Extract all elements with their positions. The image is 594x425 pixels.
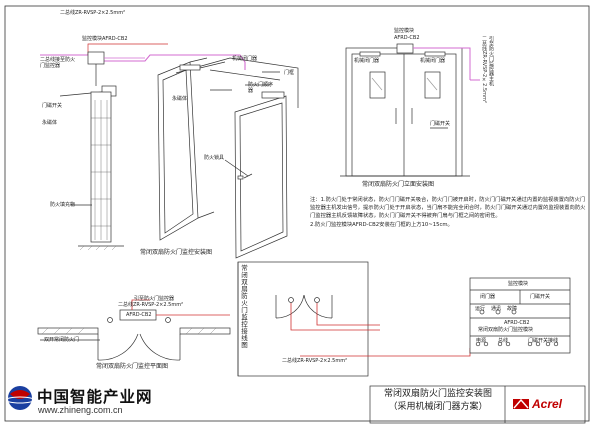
- magnet-switch-label: 门磁开关: [42, 103, 63, 109]
- wiring-box-header: 监控模块: [508, 281, 529, 287]
- wiring-left-group: 闭门器: [480, 294, 496, 300]
- logo-url: www.zhineng.com.cn: [38, 405, 123, 415]
- mech-closer-label: 机械闭门器: [232, 56, 258, 62]
- plan-cable: 二总线ZR-RVSP-2×2.5mm²: [118, 302, 184, 308]
- module-label: 监控模块AFRD-CB2: [82, 36, 128, 42]
- title-line-2: （采用机械闭门器方案）: [388, 402, 488, 412]
- brand-name: Acrel: [532, 397, 563, 411]
- wiring-cable: 二总线ZR-RVSP-2×2.5mm²: [282, 358, 348, 364]
- left-view: [40, 43, 299, 259]
- wiring-side-title: 常闭双扇防火门监控接线图: [241, 264, 248, 349]
- wiring-right-group: 门磁开关: [530, 294, 551, 300]
- logo-emblem: [5, 386, 35, 410]
- front-door-switch: 门磁开关: [430, 121, 451, 127]
- acrel-mark: [513, 398, 529, 409]
- wiring-led-comm: 通讯: [491, 306, 502, 312]
- red-cable: [87, 43, 168, 55]
- front-caption: 常闭双扇防火门立面安装图: [362, 181, 435, 188]
- front-side-dest: 引至防火门监控器主机: [488, 36, 494, 86]
- fill-label: 防火填充物: [50, 202, 76, 208]
- front-closer-left: 机械闭门器: [354, 58, 380, 64]
- sequencer-label: 防火门顺序器: [248, 82, 274, 94]
- wiring-led-run: 运行: [475, 306, 486, 312]
- plan-module: AFRD-CB2: [126, 312, 152, 318]
- front-view: [340, 43, 480, 177]
- door-leaf-right: [234, 95, 288, 259]
- left-caption: 常闭双扇防火门监控安装图: [140, 249, 213, 256]
- notes: 注：1.防火门处于常闭状态，防火门门磁开关吸合，防火门门被开启时，防火门门磁开关…: [310, 196, 587, 229]
- wiring-view: [237, 261, 571, 377]
- title-line-1: 常闭双扇防火门监控安装图: [383, 389, 492, 399]
- magnet-label: 永磁体: [42, 120, 58, 126]
- magnet-body-label: 永磁体: [172, 96, 188, 102]
- title-block: [369, 385, 586, 424]
- wiring-model: AFRD-CB2: [504, 320, 530, 326]
- front-module-label: 监控模块: [394, 28, 415, 34]
- fire-lock-label: 防火锁具: [204, 155, 225, 161]
- title-block-text: 常闭双扇防火门监控安装图 （采用机械闭门器方案）: [372, 388, 504, 424]
- wiring-bottom-right: 门磁开关接线: [528, 338, 559, 344]
- note-1: 注：1.防火门处于常闭状态，防火门门磁开关吸合，防火门门被开启时，防火门门磁开关…: [310, 197, 586, 220]
- logo-name: 中国智能产业网: [37, 388, 153, 406]
- front-module-model: AFRD-CB2: [394, 35, 420, 41]
- module-box: [87, 51, 105, 65]
- cable-label: 二总线ZR-RVSP-2×2.5mm²: [60, 10, 126, 16]
- bus-from-label: 二总线接至防火门监控器: [40, 57, 76, 69]
- plan-bus-dest: 引至防火门监控器: [134, 296, 175, 302]
- wiring-bottom-mid: 总线: [498, 338, 509, 344]
- front-side-cable: 二总线ZR-RVSP-2×2.5mm²: [481, 36, 487, 103]
- wiring-led-fault: 故障: [507, 306, 518, 312]
- front-closer-right: 机械闭门器: [420, 58, 446, 64]
- wiring-bottom-left: 电源: [476, 338, 487, 344]
- plan-caption: 常闭双扇防火门监控平面图: [96, 363, 169, 370]
- plan-door: 双开常闭防火门: [44, 337, 80, 343]
- note-2: 2.防火门监控模块AFRD-CB2安装在门框的上方10~15cm。: [310, 221, 453, 228]
- drawing-frame: [4, 5, 590, 422]
- plan-view: [37, 299, 231, 361]
- wiring-model-sub: 常闭双扇防火门监控模块: [478, 327, 534, 333]
- door-frame-label: 门框: [284, 70, 295, 76]
